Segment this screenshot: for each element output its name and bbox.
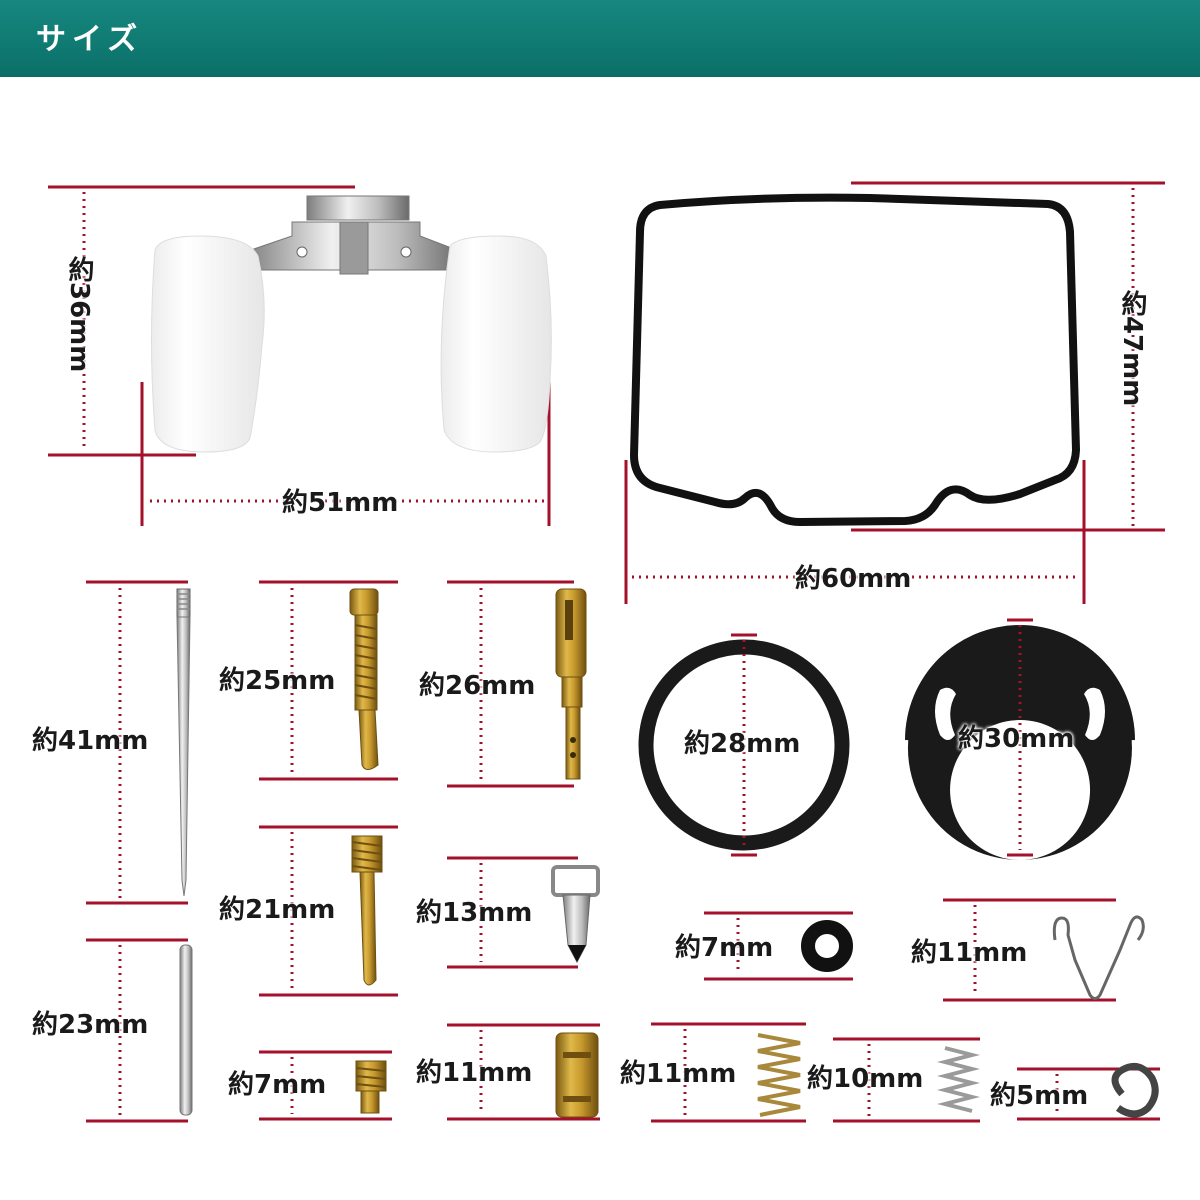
plate-diameter-label: 約30mm [958, 724, 1075, 754]
pilot-screw-part [349, 588, 379, 770]
pilot-screw-length-label: 約25mm [219, 666, 336, 696]
gasket-part [629, 193, 1081, 527]
spring-large-part [757, 1033, 801, 1117]
page-title: サイズ [36, 22, 144, 57]
oring-small-part [801, 920, 853, 972]
oring-small-diameter-label: 約7mm [675, 933, 774, 963]
guide-lines [48, 181, 1165, 1123]
pin-length-label: 約23mm [32, 1010, 149, 1040]
main-jet-length-label: 約7mm [228, 1070, 327, 1100]
wire-clip-part [1052, 915, 1145, 1000]
slow-jet-length-label: 約11mm [416, 1058, 533, 1088]
jet-needle-part [176, 588, 191, 897]
float-height-label: 約36mm [64, 256, 94, 373]
guide-dots [82, 188, 1135, 1116]
needle-valve-part [551, 865, 600, 964]
spring-large-length-label: 約11mm [620, 1059, 737, 1089]
ring-guide-dots [742, 625, 1022, 850]
e-clip-part [1111, 1062, 1159, 1118]
header-bar: サイズ [0, 0, 1200, 77]
wire-clip-length-label: 約11mm [911, 938, 1028, 968]
e-clip-length-label: 約5mm [990, 1081, 1089, 1111]
needle-jet-length-label: 約26mm [419, 671, 536, 701]
diaphragm-plate-part [905, 625, 1135, 861]
main-jet-holder-length-label: 約21mm [219, 895, 336, 925]
needle-jet-part [555, 588, 587, 780]
needle-length-label: 約41mm [32, 726, 149, 756]
slow-jet-part [555, 1032, 599, 1118]
spring-small-length-label: 約10mm [807, 1064, 924, 1094]
gasket-height-label: 約47mm [1117, 290, 1147, 407]
float-part [151, 195, 552, 453]
spring-small-part [937, 1046, 980, 1113]
float-pin-part [179, 944, 193, 1116]
main-jet-part [355, 1060, 387, 1114]
oring-large-diameter-label: 約28mm [684, 729, 801, 759]
float-width-label: 約51mm [282, 488, 399, 518]
gasket-width-label: 約60mm [795, 564, 912, 594]
main-jet-holder-part [351, 835, 383, 986]
needle-valve-length-label: 約13mm [416, 898, 533, 928]
